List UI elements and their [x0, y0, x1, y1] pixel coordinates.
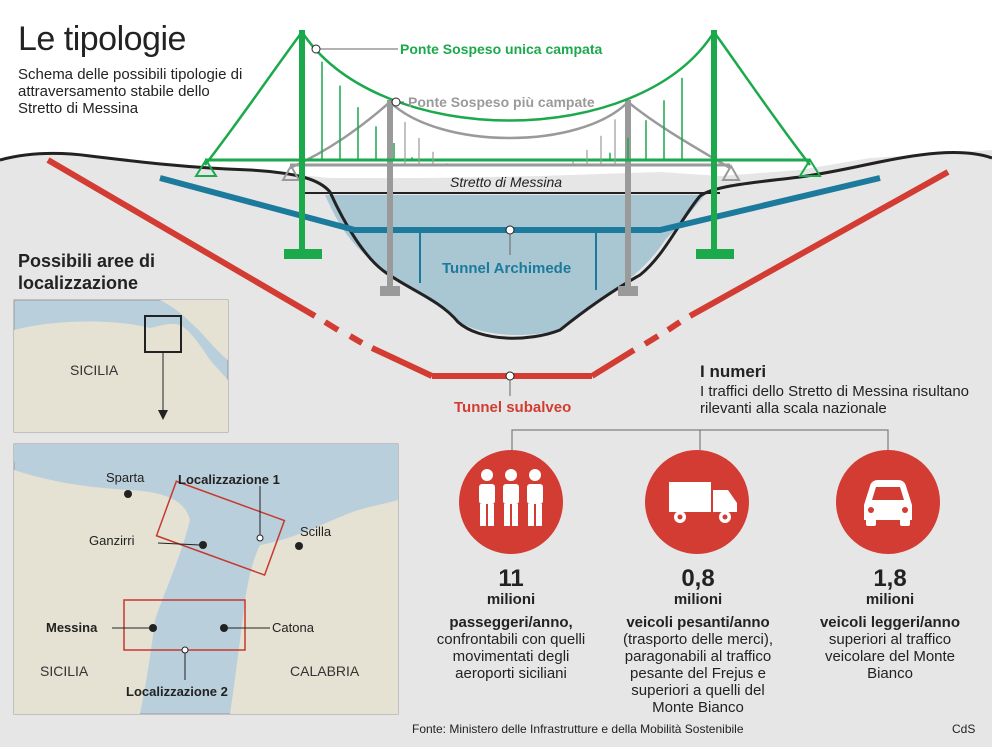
label-single-span: Ponte Sospeso unica campata — [400, 41, 602, 57]
localization-1-box — [155, 480, 286, 577]
numbers-subtitle: I traffici dello Stretto di Messina risu… — [700, 383, 970, 417]
bridge-single-span — [194, 30, 822, 259]
areas-title: Possibili aree di localizzazione — [18, 251, 156, 293]
stat-unit: milioni — [865, 591, 915, 608]
map-label-sicilia: SICILIA — [40, 663, 89, 679]
map-label-localization-1: Localizzazione 1 — [178, 472, 280, 487]
label-strait: Stretto di Messina — [450, 174, 562, 190]
map-label-sparta: Sparta — [106, 470, 145, 485]
map-label-localization-2: Localizzazione 2 — [126, 684, 228, 699]
callout-leaders — [311, 44, 515, 396]
stat-unit: milioni — [673, 591, 723, 608]
stat-value: 1,8 — [873, 565, 907, 592]
people-icon — [459, 450, 563, 554]
credit: CdS — [952, 722, 976, 736]
stat-description: veicoli leggeri/anno superiori al traffi… — [812, 614, 968, 682]
map-label-ganzirri: Ganzirri — [89, 533, 135, 548]
label-multi-span: Ponte Sospeso più campate — [408, 94, 595, 110]
map-label-catona: Catona — [272, 620, 315, 635]
stat-label: veicoli pesanti/anno — [626, 614, 770, 631]
stat-text: (trasporto delle merci), paragonabili al… — [622, 631, 774, 716]
stat-label: veicoli leggeri/anno — [819, 614, 961, 631]
label-subalveo: Tunnel subalveo — [454, 399, 571, 416]
tunnel-subalveo — [46, 157, 950, 379]
bridge-hangers — [321, 61, 683, 165]
stat-unit: milioni — [486, 591, 536, 608]
stat-description: veicoli pesanti/anno (trasporto delle me… — [612, 614, 784, 716]
stat-label: passeggeri/anno, — [449, 614, 573, 631]
stat-value: 0,8 — [681, 565, 715, 592]
source-note: Fonte: Ministero delle Infrastrutture e … — [412, 722, 744, 736]
stat-text: confrontabili con quelli movimentati deg… — [436, 631, 586, 682]
label-archimede: Tunnel Archimede — [442, 260, 571, 277]
stat-value: 11 — [498, 565, 524, 592]
overview-map: SICILIA — [13, 299, 229, 433]
map-label-calabria: CALABRIA — [290, 663, 360, 679]
page-title: Le tipologie — [18, 20, 186, 58]
overview-label-sicilia: SICILIA — [70, 362, 119, 378]
map-label-scilla: Scilla — [300, 524, 332, 539]
numbers-bracket — [511, 429, 889, 450]
car-icon — [836, 450, 940, 554]
truck-icon — [645, 450, 749, 554]
stat-text: superiori al traffico veicolare del Mont… — [824, 631, 956, 682]
stat-description: passeggeri/anno, confrontabili con quell… — [436, 614, 586, 682]
page-subtitle: Schema delle possibili tipologie di attr… — [18, 66, 243, 117]
detail-map: Sparta Localizzazione 1 Ganzirri Scilla … — [13, 443, 399, 715]
map-label-messina: Messina — [46, 620, 98, 635]
stat-passengers: 11 milioni passeggeri/anno, confrontabil… — [436, 565, 586, 683]
stat-light-vehicles: 1,8 milioni veicoli leggeri/anno superio… — [812, 565, 968, 683]
numbers-title: I numeri — [700, 362, 767, 381]
bridge-multi-span — [281, 100, 741, 296]
stat-heavy-vehicles: 0,8 milioni veicoli pesanti/anno (traspo… — [612, 565, 784, 717]
